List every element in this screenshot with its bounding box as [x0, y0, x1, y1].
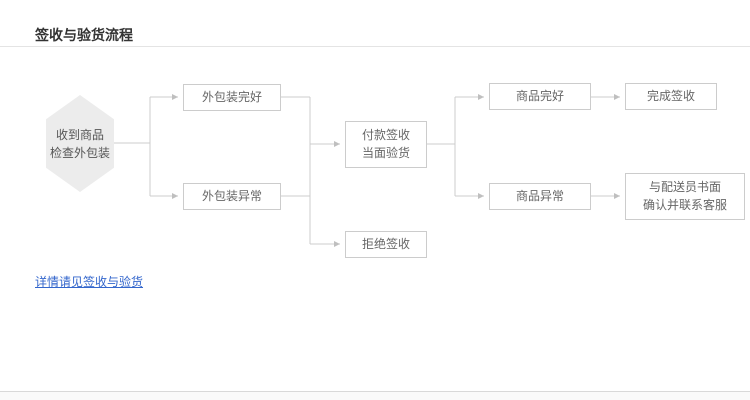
flowchart: 收到商品 检查外包装 外包装完好 外包装异常 付款签收 当面验货 拒绝签收 商品…: [0, 47, 750, 277]
page-title: 签收与验货流程: [35, 27, 133, 43]
flow-start-label: 收到商品 检查外包装: [49, 127, 110, 160]
node-refuse-sign: 拒绝签收: [345, 231, 427, 258]
node-goods-abnormal: 商品异常: [489, 183, 591, 210]
node-goods-ok: 商品完好: [489, 83, 591, 110]
node-pay-and-sign: 付款签收 当面验货: [345, 121, 427, 168]
details-link[interactable]: 详情请见签收与验货: [35, 275, 144, 289]
node-confirm-with-courier: 与配送员书面 确认并联系客服: [625, 173, 745, 220]
node-packaging-abnormal: 外包装异常: [183, 183, 281, 210]
node-sign-complete: 完成签收: [625, 83, 717, 110]
flow-connector-lines: [114, 94, 620, 247]
node-packaging-ok: 外包装完好: [183, 84, 281, 111]
bottom-divider: [0, 391, 750, 400]
title-divider: [0, 46, 750, 47]
